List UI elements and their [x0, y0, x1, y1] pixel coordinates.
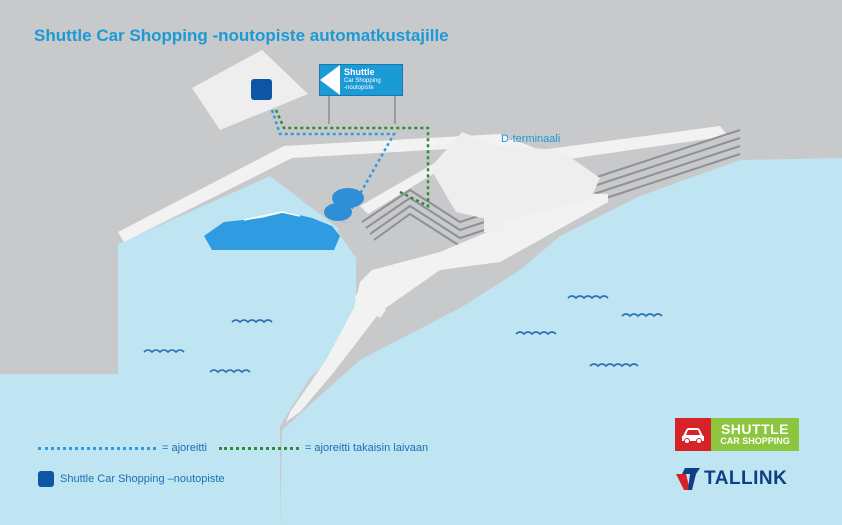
route-back-line: [274, 109, 430, 209]
legend-route: = ajoreitti = ajoreitti takaisin laivaan: [38, 442, 428, 454]
roads: [118, 126, 728, 242]
wave-icon: [209, 369, 251, 374]
legend-route-back-label: = ajoreitti takaisin laivaan: [304, 442, 429, 454]
buildings: [192, 50, 600, 232]
sign-line-2-3: Car Shopping -noutopiste: [344, 78, 381, 92]
legend-pickup: Shuttle Car Shopping –noutopiste: [38, 471, 225, 487]
pickup-marker: [251, 79, 272, 100]
wave-icon: [515, 331, 557, 336]
badge-text-box: SHUTTLE CAR SHOPPING: [711, 418, 799, 451]
pickup-building: [192, 50, 308, 130]
pickup-swatch: [38, 471, 54, 487]
d-terminal-building: [430, 132, 600, 222]
page-title: Shuttle Car Shopping -noutopiste automat…: [34, 26, 449, 45]
car-icon: [324, 203, 352, 221]
terminal-label: D-terminaali: [501, 133, 561, 145]
badge-line-1: SHUTTLE: [720, 421, 790, 437]
tallink-logo-icon: [676, 468, 700, 490]
ship-deck: [243, 211, 301, 221]
route-swatch: [38, 446, 156, 450]
wave-icon: [231, 319, 273, 324]
road-ramp: [360, 160, 446, 214]
ship-icon: [204, 212, 340, 250]
pier: [286, 192, 608, 422]
car-icon: [682, 427, 704, 444]
car-icon: [332, 188, 364, 208]
waves: [143, 295, 663, 374]
badge-car-box: [675, 418, 711, 451]
legend-route-label: = ajoreitti: [162, 442, 207, 454]
parked-cars: [324, 188, 364, 221]
badge-line-2: CAR SHOPPING: [720, 436, 790, 446]
pickup-sign: Shuttle Car Shopping -noutopiste: [319, 64, 403, 96]
sign-line-1: Shuttle: [344, 67, 375, 77]
tallink-logo: TALLINK: [676, 468, 787, 490]
terminal-bridge: [484, 200, 504, 232]
shuttle-badge: SHUTTLE CAR SHOPPING: [675, 418, 799, 451]
sign-line-3: -noutopiste: [344, 85, 374, 91]
wave-icon: [567, 295, 609, 300]
route-line: [270, 109, 397, 223]
route-back-swatch: [218, 446, 299, 450]
sign-line-2: Car Shopping: [344, 78, 381, 84]
wave-icon: [589, 363, 639, 368]
sign-arrow-icon: [320, 65, 340, 95]
wave-icon: [143, 349, 185, 354]
sign-posts: [328, 96, 396, 124]
brand-name: TALLINK: [704, 468, 788, 489]
wave-icon: [621, 313, 663, 318]
pier-branch: [354, 290, 386, 318]
legend-pickup-label: Shuttle Car Shopping –noutopiste: [60, 473, 225, 485]
road-main: [118, 126, 728, 242]
